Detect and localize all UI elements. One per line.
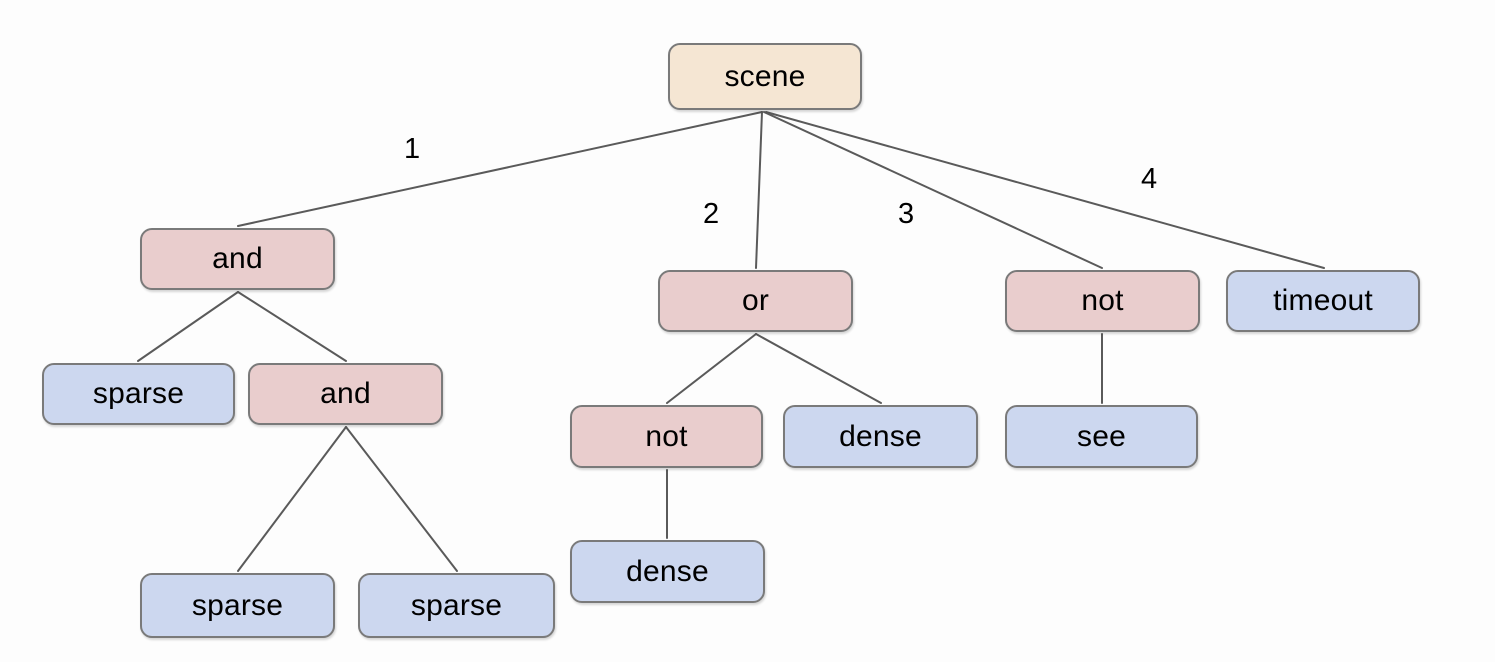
edge-scene-to-or1 (755, 111, 763, 269)
edge-and2-to-sparse2 (237, 426, 347, 572)
node-not1[interactable]: not (1005, 270, 1200, 332)
edge-scene-to-timeout1 (765, 111, 1325, 269)
node-label-sparse2: sparse (191, 588, 284, 622)
node-label-and1: and (212, 242, 263, 275)
edge-scene-to-and1 (237, 111, 763, 227)
node-sparse2[interactable]: sparse (140, 573, 335, 638)
node-label-and2: and (320, 377, 371, 410)
edge-label-4: 4 (1141, 163, 1158, 195)
node-label-timeout1: timeout (1273, 284, 1373, 317)
node-label-dense2: dense (626, 554, 709, 588)
node-dense2[interactable]: dense (570, 540, 765, 603)
node-label-sparse1: sparse (92, 377, 185, 410)
node-and1[interactable]: and (140, 228, 335, 290)
node-label-dense1: dense (839, 419, 922, 453)
node-timeout1[interactable]: timeout (1226, 270, 1420, 332)
edge-or1-to-not2 (666, 333, 757, 404)
edge-and1-to-sparse1 (137, 291, 239, 362)
node-label-sparse3: sparse (410, 588, 503, 622)
node-label-scene: scene (724, 59, 806, 93)
node-sparse3[interactable]: sparse (358, 573, 555, 638)
edge-label-1: 1 (404, 133, 421, 165)
edge-and2-to-sparse3 (345, 426, 458, 572)
node-or1[interactable]: or (658, 270, 853, 332)
node-dense1[interactable]: dense (783, 405, 978, 468)
node-see1[interactable]: see (1005, 405, 1198, 468)
node-label-or1: or (741, 284, 770, 317)
node-scene[interactable]: scene (668, 43, 862, 110)
edge-or1-to-dense1 (755, 333, 882, 404)
node-label-see1: see (1077, 419, 1126, 453)
node-not2[interactable]: not (570, 405, 763, 468)
edge-and1-to-and2 (237, 291, 347, 362)
node-sparse1[interactable]: sparse (42, 363, 235, 425)
node-label-not2: not (645, 419, 688, 453)
edge-scene-to-not1 (763, 111, 1103, 269)
node-and2[interactable]: and (248, 363, 443, 425)
edge-label-3: 3 (898, 198, 915, 230)
node-label-not1: not (1081, 284, 1124, 317)
edge-label-2: 2 (703, 198, 720, 230)
